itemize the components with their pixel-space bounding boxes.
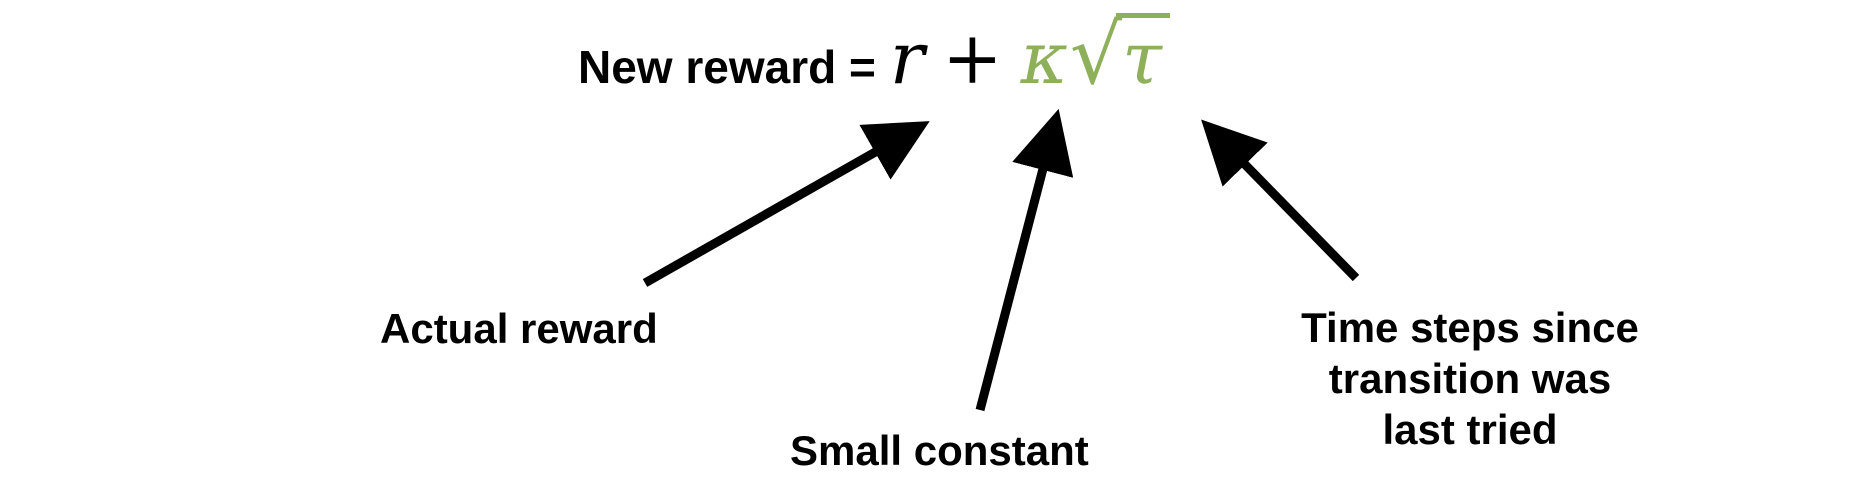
label-actual-reward: Actual reward — [380, 305, 658, 352]
arrow-small-constant — [975, 108, 1074, 412]
label-time-steps-line1: Time steps since — [1301, 304, 1639, 351]
sqrt-term: √ τ — [1068, 8, 1170, 103]
label-time-steps-line2: transition was — [1328, 355, 1612, 403]
label-small-constant: Small constant — [790, 427, 1089, 474]
symbol-plus: + — [942, 16, 1003, 100]
formula-prefix: New reward = — [578, 41, 876, 93]
arrow-actual-reward — [642, 121, 930, 287]
symbol-r: r — [889, 16, 925, 100]
arrow-time-steps — [1201, 119, 1360, 282]
symbol-tau: τ — [1116, 13, 1170, 94]
reward-formula: New reward = r + κ √ τ — [578, 8, 1170, 118]
sqrt-sign: √ — [1069, 8, 1123, 103]
symbol-kappa: κ — [1020, 16, 1068, 100]
label-time-steps: Time steps since transition was last tri… — [1260, 302, 1680, 456]
label-time-steps-line3: last tried — [1382, 406, 1558, 454]
